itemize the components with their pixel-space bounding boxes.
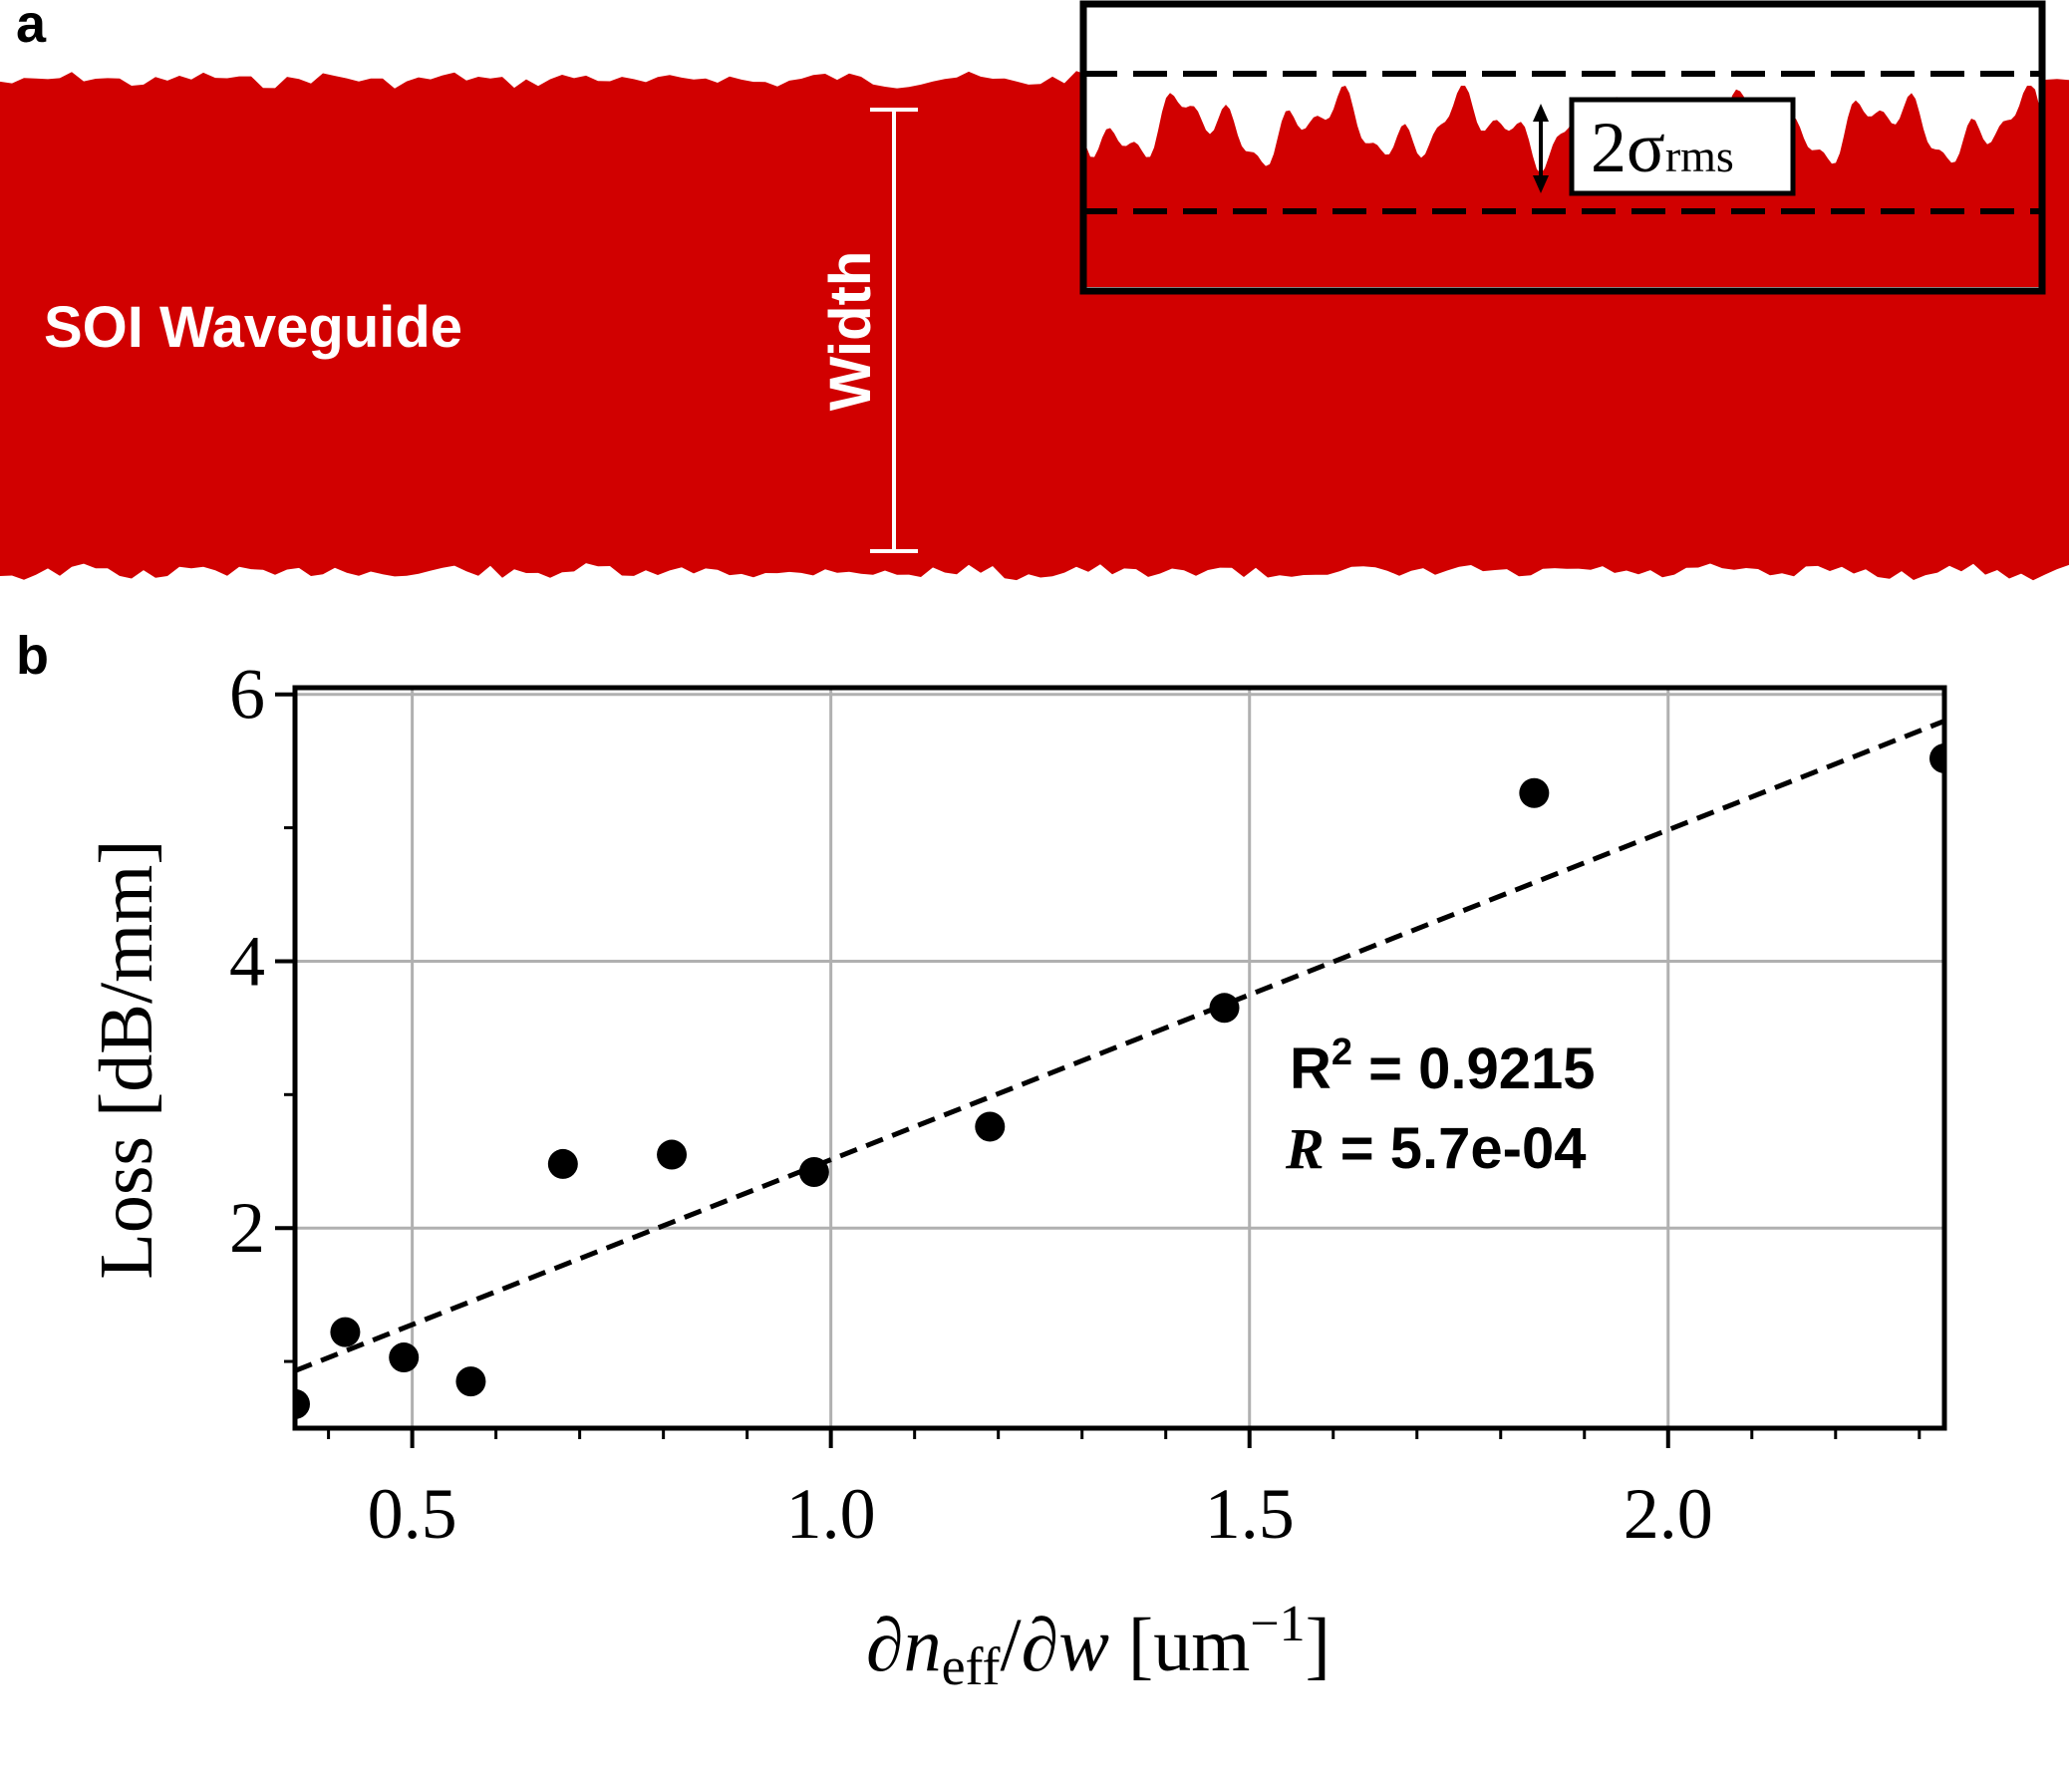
data-point-6 <box>798 1156 829 1187</box>
data-point-7 <box>975 1111 1006 1142</box>
scatter-chart: 0.5 1.0 1.5 2.0 2 4 6 <box>229 655 1947 1554</box>
width-indicator <box>870 108 918 553</box>
x-axis-label: ∂neff/∂w [um−1] <box>866 1596 1331 1696</box>
sigma-arrow <box>1533 104 1549 193</box>
data-point-5 <box>657 1139 688 1170</box>
data-point-8 <box>1209 993 1240 1024</box>
data-point-0 <box>295 1388 310 1419</box>
sigma-label: 2σrms <box>1591 108 1734 187</box>
roughness-inset: 2σrms <box>1079 0 2046 295</box>
x-tick-label-1: 1.0 <box>786 1474 876 1554</box>
data-point-10 <box>1929 742 1944 773</box>
data-point-9 <box>1519 777 1550 808</box>
y-tick-label-1: 4 <box>229 921 265 1001</box>
r-squared-annotation: R2 = 0.9215 <box>1290 1032 1596 1101</box>
y-tick-label-0: 2 <box>229 1188 265 1268</box>
panel-a-label: a <box>16 0 47 54</box>
x-tick-label-2: 1.5 <box>1205 1474 1295 1554</box>
data-point-3 <box>455 1366 486 1397</box>
fit-line <box>294 719 1945 1373</box>
inset-rough-edge <box>1086 86 2039 287</box>
width-label: Width <box>818 251 883 412</box>
r-value-annotation: R = 5.7e-04 <box>1285 1116 1587 1181</box>
x-tick-label-0: 0.5 <box>368 1474 457 1554</box>
waveguide-label: SOI Waveguide <box>44 295 462 360</box>
data-point-1 <box>330 1317 361 1347</box>
data-point-2 <box>389 1342 420 1373</box>
data-point-4 <box>547 1148 578 1179</box>
panel-b-label: b <box>16 626 49 686</box>
y-tick-label-2: 6 <box>229 655 265 735</box>
plot-frame <box>292 685 1947 1431</box>
y-axis-label: Loss [dB/mm] <box>85 839 168 1279</box>
x-tick-label-3: 2.0 <box>1624 1474 1713 1554</box>
sigma-label-box <box>1569 97 1796 196</box>
